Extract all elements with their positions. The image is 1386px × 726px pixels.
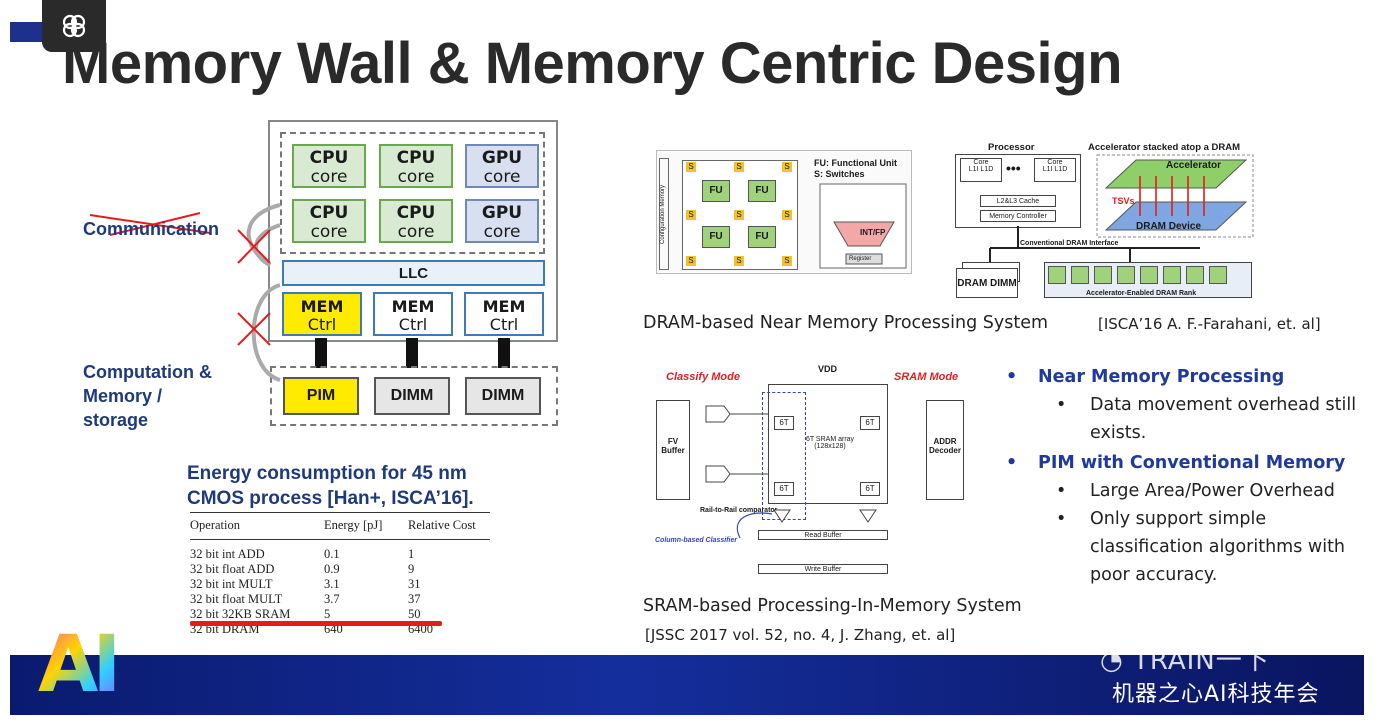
llc-box: LLC (282, 260, 545, 286)
energy-table: Operation Energy [pJ] Relative Cost 32 b… (190, 512, 490, 637)
bullet-item: •Large Area/Power Overhead (1056, 481, 1335, 501)
footer-band (10, 655, 1364, 715)
fu-legend: FU: Functional Unit (814, 158, 897, 168)
vdd-label: VDD (818, 364, 838, 374)
write-buffer: Write Buffer (758, 564, 888, 574)
switch-block: S (734, 162, 744, 172)
intfp-label: INT/FP (860, 228, 886, 237)
pim-wiring (705, 405, 877, 539)
memory-channel (406, 338, 418, 368)
watermark: ◔ TRAIN一下 (1100, 646, 1270, 676)
core-region (280, 132, 545, 254)
dram-device-label: DRAM Device (1136, 221, 1202, 232)
fu-block: FU (702, 180, 730, 202)
memory-channel (315, 338, 327, 368)
switch-block: S (782, 162, 792, 172)
brain-icon (62, 14, 86, 38)
stacked-accelerator (1096, 154, 1254, 238)
nmp-citation: [ISCA’16 A. F.-Farahani, et. al] (1098, 315, 1321, 333)
dimm-box: DIMM (465, 377, 541, 415)
addr-decoder: ADDR Decoder (926, 400, 964, 500)
register-label: Register (849, 256, 872, 262)
communication-label: Communication (83, 219, 220, 239)
switch-block: S (686, 210, 696, 220)
dram-bus (989, 226, 1200, 262)
config-memory: Configuration Memory (659, 158, 669, 270)
dram-interface-label: Conventional DRAM Interface (1020, 240, 1119, 247)
arrows-and-crosses (89, 203, 281, 382)
read-buffer: Read Buffer (758, 530, 888, 540)
fv-buffer: FV Buffer (656, 400, 690, 500)
bullet-list: •Near Memory Processing •Data movement o… (1006, 367, 1376, 589)
pim-box: PIM (283, 377, 359, 415)
sram-cell: 6T (774, 416, 794, 430)
switch-legend: S: Switches (814, 169, 865, 179)
dram-dimm: DRAM DIMM (956, 268, 1018, 298)
computation-label: Computation & Memory / storage (83, 362, 212, 430)
dimm-box: DIMM (374, 377, 450, 415)
pim-caption: SRAM-based Processing-In-Memory System (643, 596, 1022, 616)
memory-controller: Memory Controller (980, 210, 1056, 222)
tsv-label: TSVs (1112, 196, 1135, 206)
sram-cell: 6T (860, 416, 880, 430)
l2l3-cache: L2&L3 Cache (980, 195, 1056, 207)
rank-label: Accelerator-Enabled DRAM Rank (1086, 290, 1197, 297)
app-badge[interactable] (42, 0, 106, 52)
classify-mode-label: Classify Mode (666, 371, 740, 383)
fu-block: FU (702, 226, 730, 248)
switch-block: S (686, 256, 696, 266)
switch-block: S (782, 210, 792, 220)
page-title: Memory Wall & Memory Centric Design (62, 31, 1123, 96)
wechat-icon: ◔ (1100, 646, 1133, 676)
switch-block: S (782, 256, 792, 266)
storage-region (270, 366, 558, 426)
memory-channel (498, 338, 510, 368)
event-name: 机器之心AI科技年会 (1112, 682, 1320, 707)
table-header: Operation Energy [pJ] Relative Cost (190, 512, 490, 540)
sram-cell: 6T (860, 482, 880, 496)
fu-detail (819, 183, 907, 269)
sram-cell: 6T (774, 482, 794, 496)
fu-block: FU (748, 226, 776, 248)
stack-title: Accelerator stacked atop a DRAM (1088, 142, 1241, 153)
switch-block: S (686, 162, 696, 172)
classifier-label: Column-based Classifier (655, 537, 738, 544)
sram-array (768, 384, 888, 504)
processor-box (955, 154, 1081, 228)
energy-title: Energy consumption for 45 nm CMOS proces… (187, 463, 474, 509)
ai-logo: AI (38, 620, 121, 710)
accelerator-label: Accelerator (1166, 160, 1222, 171)
nmp-caption: DRAM-based Near Memory Processing System (643, 313, 1049, 333)
fu-block: FU (748, 180, 776, 202)
sram-mode-label: SRAM Mode (894, 371, 959, 383)
processor-label: Processor (988, 142, 1035, 153)
switch-block: S (734, 256, 744, 266)
pim-citation: [JSSC 2017 vol. 52, no. 4, J. Zhang, et.… (645, 626, 956, 644)
comparator-label: Rail-to-Rail comparator (700, 507, 778, 514)
header-accent-bar (10, 22, 50, 42)
bullet-item: •Data movement overhead still exists. (1056, 395, 1357, 443)
array-label: 6T SRAM array (128x128) (805, 436, 855, 450)
bullet-heading: •PIM with Conventional Memory (1006, 453, 1346, 473)
bullet-heading: •Near Memory Processing (1006, 367, 1285, 387)
switch-block: S (734, 210, 744, 220)
bullet-item: •Only support simple classification algo… (1056, 509, 1346, 585)
dram-row-strikethrough (190, 621, 442, 626)
